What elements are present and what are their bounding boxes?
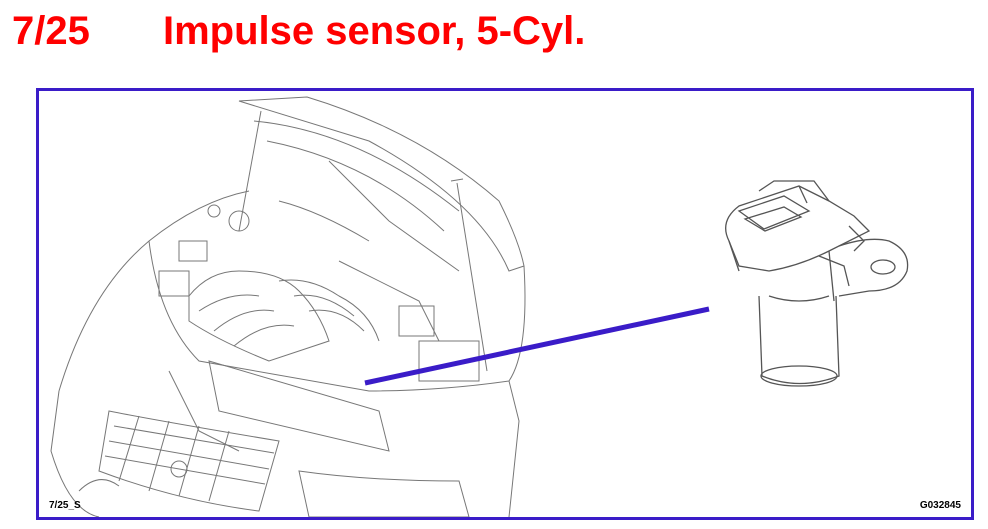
section-number: 7/25 — [12, 9, 90, 53]
impulse-sensor-illustration — [725, 180, 909, 387]
figure-code-left: 7/25_S — [49, 500, 81, 511]
figure-illustration — [50, 96, 909, 517]
page-title: Impulse sensor, 5-Cyl. — [163, 9, 586, 53]
title-row: 7/25 Impulse sensor, 5-Cyl. — [0, 0, 988, 70]
pointer-line — [364, 306, 710, 386]
figure-code-right: G032845 — [919, 500, 961, 511]
figure-frame: 7/25_S G032845 — [36, 88, 974, 520]
engine-bay-illustration — [50, 96, 526, 517]
